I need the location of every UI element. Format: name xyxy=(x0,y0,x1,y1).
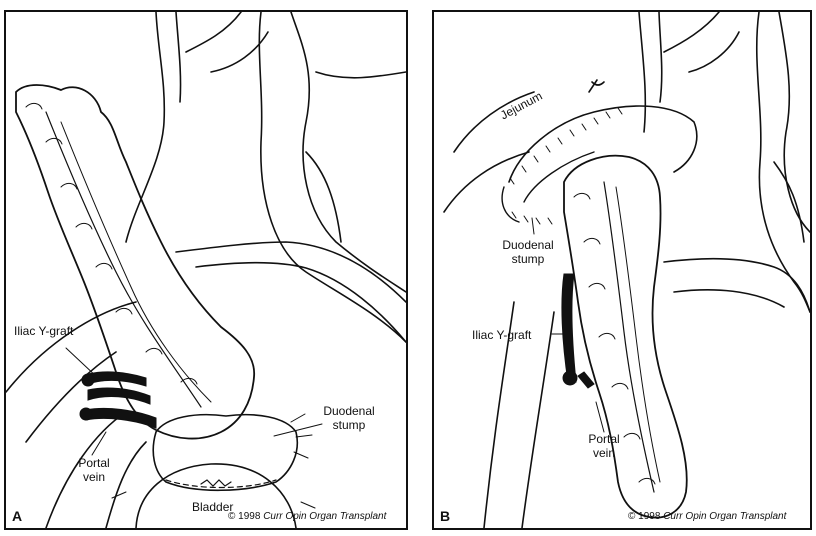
copyright-journal: Curr Opin Organ Transplant xyxy=(263,511,386,522)
copyright-notice: © 1998 Curr Opin Organ Transplant xyxy=(628,511,786,522)
duodenal-stump-label-line2: stump xyxy=(316,418,382,432)
copyright-prefix: © 1998 xyxy=(228,511,260,522)
portal-vein-label-line2: vein xyxy=(74,470,114,484)
duodenal-stump-label-line1: Duodenal xyxy=(498,238,558,252)
copyright-prefix: © 1998 xyxy=(628,511,660,522)
duodenal-stump-label-line2: stump xyxy=(498,252,558,266)
panel-letter-a: A xyxy=(12,508,22,524)
duodenal-stump-label-line1: Duodenal xyxy=(316,404,382,418)
portal-vein-label-line1: Portal xyxy=(584,432,624,446)
duodenal-stump-label: Duodenal stump xyxy=(316,404,382,432)
duodenal-stump-label: Duodenal stump xyxy=(498,238,558,266)
panel-letter-b: B xyxy=(440,508,450,524)
portal-vein-label-line2: vein xyxy=(584,446,624,460)
panel-a: Iliac Y-graft Portal vein Duodenal stump… xyxy=(4,10,408,530)
copyright-journal: Curr Opin Organ Transplant xyxy=(663,511,786,522)
panel-a-illustration xyxy=(6,12,406,528)
iliac-y-graft-label: Iliac Y-graft xyxy=(14,324,73,338)
portal-vein-label: Portal vein xyxy=(74,456,114,484)
panel-b: Jejunum Duodenal stump Iliac Y-graft Por… xyxy=(432,10,812,530)
portal-vein-label-line1: Portal xyxy=(74,456,114,470)
portal-vein-label: Portal vein xyxy=(584,432,624,460)
copyright-notice: © 1998 Curr Opin Organ Transplant xyxy=(228,511,386,522)
iliac-y-graft-label: Iliac Y-graft xyxy=(472,328,531,342)
